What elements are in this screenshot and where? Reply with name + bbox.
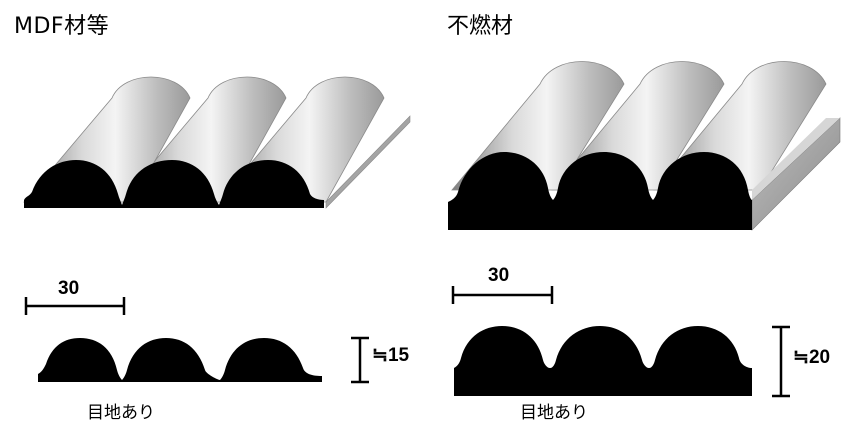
right-height-dimension	[772, 325, 790, 398]
right-front-profile	[448, 152, 752, 230]
left-height-dimension	[351, 336, 369, 384]
right-width-label: 30	[488, 265, 510, 286]
right-width-dimension	[451, 286, 554, 304]
left-2d-profile	[38, 338, 322, 382]
left-height-label: ≒15	[372, 345, 410, 366]
right-3d-board	[448, 61, 841, 231]
right-panel-title: 不燃材	[447, 14, 514, 39]
right-joint-note: 目地あり	[520, 403, 588, 423]
left-joint-note: 目地あり	[87, 403, 155, 423]
right-height-label: ≒20	[793, 347, 831, 368]
left-3d-board	[23, 76, 411, 209]
left-panel-title: MDF材等	[14, 14, 110, 39]
right-2d-profile	[454, 326, 752, 396]
left-width-dimension	[24, 297, 126, 315]
left-width-label: 30	[58, 278, 80, 299]
left-front-profile	[24, 160, 324, 208]
